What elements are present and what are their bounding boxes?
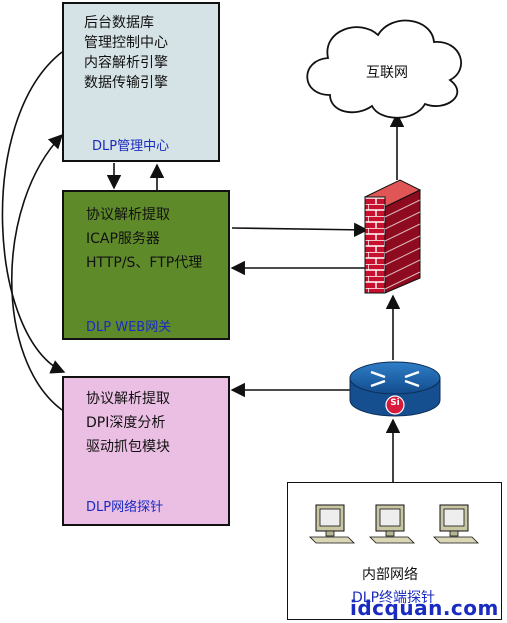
probe-line-3: 驱动抓包模块: [86, 439, 170, 455]
firewall-icon: [363, 179, 422, 294]
probe-line-1: 协议解析提取: [86, 391, 170, 407]
dlp-web-gateway: 协议解析提取 ICAP服务器 HTTP/S、FTP代理 DLP WEB网关: [62, 190, 230, 340]
dlp-management-center: 后台数据库 管理控制中心 内容解析引擎 数据传输引擎 DLP管理中心: [62, 2, 220, 162]
mgmt-line-4: 数据传输引擎: [84, 75, 168, 91]
computers-group: [309, 504, 479, 544]
gateway-line-3: HTTP/S、FTP代理: [86, 255, 203, 271]
router-icon: [349, 361, 441, 417]
internet-label: 互联网: [366, 65, 408, 81]
curve-probe-to-mgmt: [11, 133, 63, 411]
mgmt-line-2: 管理控制中心: [84, 35, 168, 51]
mgmt-line-1: 后台数据库: [84, 15, 154, 31]
computer-icon: [309, 504, 355, 544]
mgmt-line-3: 内容解析引擎: [84, 55, 168, 71]
curve-mgmt-to-probe: [1, 51, 66, 374]
gateway-line-2: ICAP服务器: [86, 231, 160, 247]
computer-icon: [369, 504, 415, 544]
gateway-caption: DLP WEB网关: [86, 320, 172, 335]
dlp-network-probe: 协议解析提取 DPI深度分析 驱动抓包模块 DLP网络探针: [62, 376, 230, 526]
router-badge: Si: [390, 398, 400, 408]
internal-network-label: 内部网络: [362, 567, 418, 583]
internal-network: [287, 482, 502, 620]
terminal-probe-caption: DLP终端探针: [352, 590, 436, 606]
computer-icon: [433, 504, 479, 544]
gateway-line-1: 协议解析提取: [86, 207, 170, 223]
internet-cloud-icon: [306, 19, 462, 119]
watermark: idcquan.com: [350, 596, 499, 620]
probe-caption: DLP网络探针: [86, 500, 164, 515]
probe-line-2: DPI深度分析: [86, 415, 166, 431]
arrow-gateway-to-firewall: [231, 222, 369, 238]
mgmt-caption: DLP管理中心: [92, 139, 170, 154]
